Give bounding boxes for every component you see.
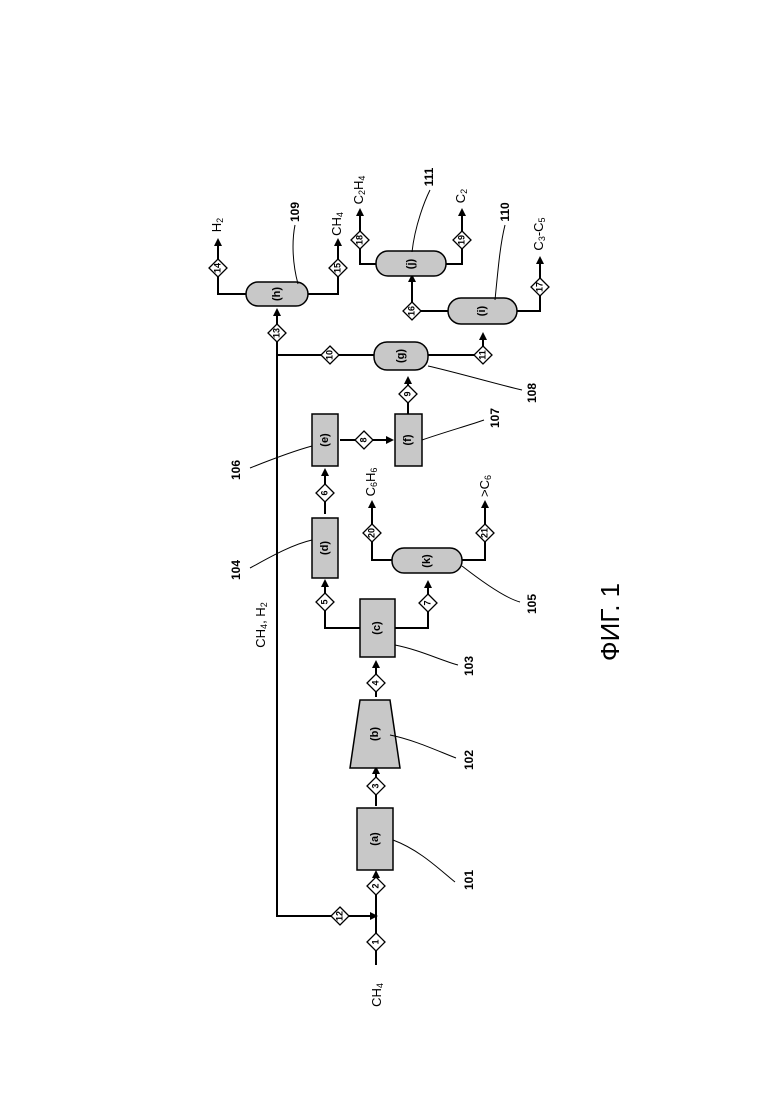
svg-text:1: 1 <box>370 939 380 944</box>
unit-b-compressor: (b) <box>350 700 400 768</box>
label-ch4-out: CH4 <box>329 212 345 236</box>
stream-3: 3 <box>367 777 385 795</box>
svg-text:15: 15 <box>332 263 342 273</box>
unit-e-label: (e) <box>319 433 331 447</box>
unit-i-label: (i) <box>476 305 488 316</box>
svg-text:8: 8 <box>358 437 368 442</box>
svg-text:17: 17 <box>534 282 544 292</box>
unit-k-label: (k) <box>421 554 433 568</box>
label-c2: C2 <box>453 189 469 203</box>
label-ch4-h2-recycle: CH4, H2 <box>253 602 269 647</box>
svg-text:11: 11 <box>477 350 487 360</box>
svg-text:20: 20 <box>366 528 376 538</box>
stream-1: 1 <box>367 933 385 951</box>
unit-c-label: (c) <box>371 621 383 635</box>
svg-text:18: 18 <box>354 235 364 245</box>
stream-7: 7 <box>419 594 437 612</box>
figure-caption: ФИГ. 1 <box>595 583 625 661</box>
unit-i: (i) <box>448 298 517 324</box>
svg-text:7: 7 <box>422 600 432 605</box>
unit-d-label: (d) <box>319 541 331 555</box>
svg-text:16: 16 <box>406 306 416 316</box>
ref-102: 102 <box>462 750 476 770</box>
ref-101: 101 <box>462 870 476 890</box>
ref-103: 103 <box>462 656 476 676</box>
unit-j-label: (j) <box>405 258 417 269</box>
stream-9: 9 <box>399 385 417 403</box>
stream-16: 16 <box>403 302 421 320</box>
svg-text:2: 2 <box>370 883 380 888</box>
unit-j: (j) <box>376 251 446 276</box>
stream-18: 18 <box>351 231 369 249</box>
stream-14: 14 <box>209 259 227 277</box>
unit-c: (c) <box>360 599 395 657</box>
ref-104: 104 <box>229 560 243 580</box>
svg-text:10: 10 <box>324 350 334 360</box>
svg-text:4: 4 <box>370 680 380 685</box>
unit-g: (g) <box>374 342 428 370</box>
stream-12: 12 <box>331 907 349 925</box>
label-h2: H2 <box>209 218 225 232</box>
label-c6h6: C6H6 <box>363 468 379 497</box>
ref-111: 111 <box>422 167 436 186</box>
stream-5: 5 <box>316 593 334 611</box>
svg-text:14: 14 <box>212 263 222 273</box>
stream-11: 11 <box>474 346 492 364</box>
unit-a: (a) <box>357 808 393 870</box>
stream-13: 13 <box>268 324 286 342</box>
stream-10: 10 <box>321 346 339 364</box>
label-ch4-feed: CH4 <box>369 983 385 1007</box>
stream-8: 8 <box>355 431 373 449</box>
svg-text:21: 21 <box>479 528 489 538</box>
label-c3-c5: C3-C5 <box>531 217 547 250</box>
svg-text:3: 3 <box>370 783 380 788</box>
stream-21: 21 <box>476 524 494 542</box>
unit-d: (d) <box>312 518 338 578</box>
label-c2h4: C2H4 <box>351 176 367 205</box>
ref-108: 108 <box>525 383 539 403</box>
unit-f: (f) <box>395 414 422 466</box>
unit-b-label: (b) <box>369 727 381 741</box>
unit-f-label: (f) <box>402 434 414 445</box>
svg-text:9: 9 <box>402 391 412 396</box>
svg-text:6: 6 <box>319 490 329 495</box>
stream-17: 17 <box>531 278 549 296</box>
unit-k: (k) <box>392 548 462 573</box>
unit-e: (e) <box>312 414 338 466</box>
unit-a-label: (a) <box>369 832 381 846</box>
ref-105: 105 <box>525 594 539 614</box>
unit-g-label: (g) <box>395 349 407 363</box>
ref-106: 106 <box>229 460 243 480</box>
unit-h-label: (h) <box>271 287 283 301</box>
ref-110: 110 <box>498 202 512 222</box>
stream-19: 19 <box>453 231 471 249</box>
stream-15: 15 <box>329 259 347 277</box>
label-gt-c6: >C6 <box>477 475 493 497</box>
stream-4: 4 <box>367 674 385 692</box>
stream-6: 6 <box>316 484 334 502</box>
svg-text:12: 12 <box>334 911 344 921</box>
ref-107: 107 <box>488 408 502 428</box>
unit-h: (h) <box>246 282 308 306</box>
stream-20: 20 <box>363 524 381 542</box>
svg-text:19: 19 <box>456 235 466 245</box>
stream-2: 2 <box>367 877 385 895</box>
svg-text:13: 13 <box>271 328 281 338</box>
svg-text:5: 5 <box>319 599 329 604</box>
ref-109: 109 <box>288 202 302 222</box>
